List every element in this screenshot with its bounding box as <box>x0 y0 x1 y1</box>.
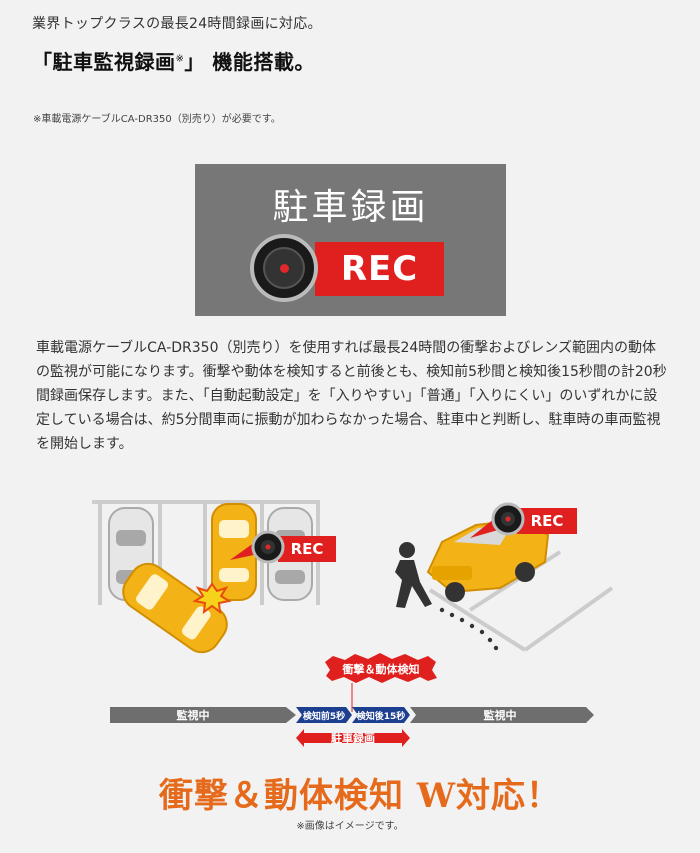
rec-label-left: REC <box>291 540 324 558</box>
image-note: ※画像はイメージです。 <box>296 821 404 832</box>
dashcam-rec-right: REC <box>470 502 577 538</box>
parking-illustration: REC REC <box>0 480 700 780</box>
parked-yellow-car-right <box>426 518 550 602</box>
rec-label-right: REC <box>531 512 564 530</box>
cable-note: ※車載電源ケーブルCA-DR350（別売り）が必要です。 <box>33 114 281 125</box>
detect-burst: 衝撃＆動体検知 <box>325 653 437 712</box>
timeline: 監視中 検知前5秒 検知後15秒 監視中 駐車録画 <box>110 707 594 747</box>
headline: 「駐車監視録画※」 機能搭載。 <box>32 46 315 75</box>
monitored-yellow-car <box>211 503 257 601</box>
illustration-svg: REC REC <box>92 500 614 747</box>
intro-line: 業界トップクラスの最長24時間録画に対応。 <box>32 16 322 32</box>
record-dot-icon <box>280 264 289 273</box>
banner-title: 駐車録画 <box>272 187 429 228</box>
impact-burst-icon <box>192 582 232 615</box>
slogan: 衝撃＆動体検知 W対応！ <box>158 776 562 816</box>
timeline-after-label: 検知後15秒 <box>357 710 406 722</box>
parking-record-banner: 駐車録画 REC <box>195 164 506 316</box>
headline-main: 「駐車監視録画 <box>32 50 176 74</box>
walking-person-icon <box>395 542 432 608</box>
timeline-record-label: 駐車録画 <box>331 731 375 745</box>
timeline-left-label: 監視中 <box>177 708 210 722</box>
timeline-right-label: 監視中 <box>484 708 517 722</box>
headline-tail: 」 機能搭載。 <box>184 50 315 74</box>
banner-rec-label: REC <box>315 242 444 296</box>
colliding-yellow-car <box>122 562 228 654</box>
description-paragraph: 車載電源ケーブルCA-DR350（別売り）を使用すれば最長24時間の衝撃およびレ… <box>36 340 667 452</box>
approach-path-dots <box>439 607 499 651</box>
camera-lens-icon <box>250 234 318 302</box>
timeline-before-label: 検知前5秒 <box>303 710 345 722</box>
detect-burst-label: 衝撃＆動体検知 <box>342 662 420 676</box>
dashcam-rec-left: REC <box>230 530 336 564</box>
headline-mark: ※ <box>175 53 185 65</box>
